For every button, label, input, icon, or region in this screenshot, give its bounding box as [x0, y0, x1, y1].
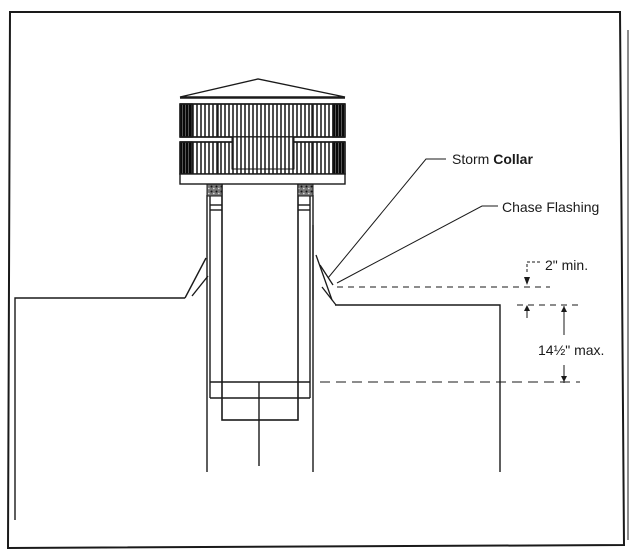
- chase-flashing-shape: [312, 225, 337, 306]
- storm-collar-label: Storm Collar: [452, 151, 533, 167]
- dimension-arrowheads: [524, 277, 567, 382]
- chase-enclosure: [14, 257, 501, 520]
- min-clearance-label: 2" min.: [545, 257, 589, 273]
- max-height-label: 14½" max.: [538, 342, 605, 358]
- chase-flashing-label: Chase Flashing: [502, 199, 600, 215]
- dimension-lines: [320, 261, 580, 383]
- chimney-cap: [179, 78, 346, 185]
- chimney-pipe: [206, 171, 314, 472]
- diagram-frame: [6, 11, 629, 550]
- leader-lines: [327, 158, 498, 284]
